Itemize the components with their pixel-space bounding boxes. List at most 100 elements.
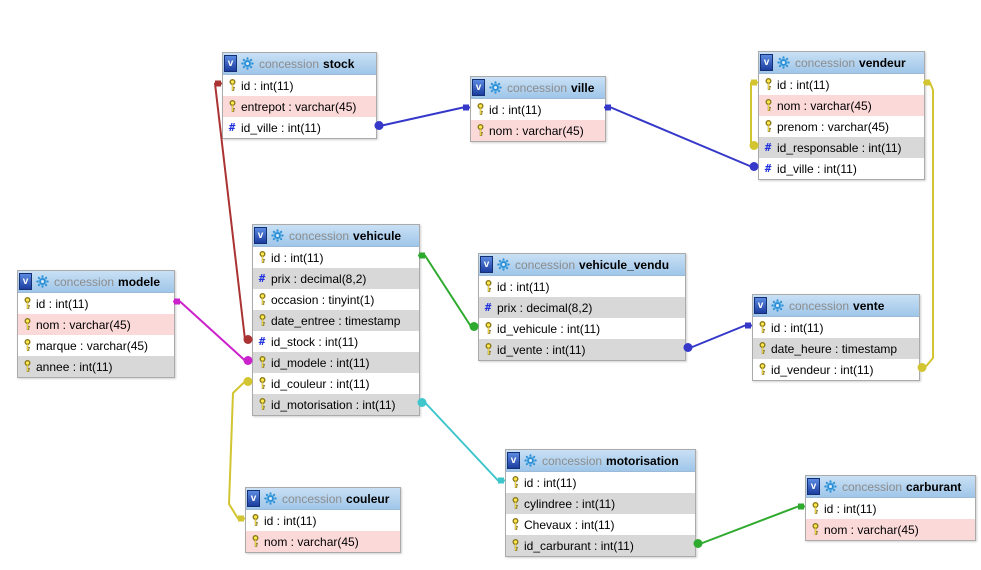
field-row-id[interactable]: id : int(11)	[246, 510, 400, 531]
field-row-id[interactable]: id : int(11)	[806, 498, 975, 519]
field-row-id[interactable]: id : int(11)	[479, 276, 685, 297]
field-row-id[interactable]: id : int(11)	[18, 293, 174, 314]
field-row-id[interactable]: id : int(11)	[506, 472, 695, 493]
relation-vehicule_vendu-id_vente-to-vente	[684, 324, 752, 349]
primary-key-icon	[257, 314, 267, 327]
field-row-annee[interactable]: annee : int(11)	[18, 356, 174, 377]
field-row-id[interactable]: id : int(11)	[253, 247, 419, 268]
primary-key-icon	[810, 502, 820, 515]
options-gear-icon[interactable]	[264, 492, 277, 505]
field-row-id_vente[interactable]: id_vente : int(11)	[479, 339, 685, 360]
options-gear-icon[interactable]	[777, 56, 790, 69]
table-name: modele	[118, 274, 161, 289]
collapse-toggle-icon[interactable]: v	[507, 452, 520, 469]
field-row-Chevaux[interactable]: Chevaux : int(11)	[506, 514, 695, 535]
field-row-id_ville[interactable]: #id_ville : int(11)	[759, 158, 924, 179]
options-gear-icon[interactable]	[36, 275, 49, 288]
table-schema-prefix: concession	[515, 257, 576, 272]
field-row-date_heure[interactable]: date_heure : timestamp	[753, 338, 919, 359]
field-row-id[interactable]: id : int(11)	[759, 74, 924, 95]
field-row-id[interactable]: id : int(11)	[471, 99, 605, 120]
options-gear-icon[interactable]	[824, 480, 837, 493]
options-gear-icon[interactable]	[241, 57, 254, 70]
field-row-id_stock[interactable]: #id_stock : int(11)	[253, 331, 419, 352]
collapse-toggle-icon[interactable]: v	[807, 478, 820, 495]
primary-key-icon	[483, 280, 493, 293]
field-row-id_responsable[interactable]: #id_responsable : int(11)	[759, 137, 924, 158]
primary-key-icon	[757, 363, 767, 376]
field-label: id_carburant : int(11)	[524, 538, 634, 553]
field-row-prix[interactable]: #prix : decimal(8,2)	[479, 297, 685, 318]
collapse-toggle-icon[interactable]: v	[247, 490, 260, 507]
relation-vehicule-id_modele-to-modele	[173, 300, 252, 362]
field-row-id_vehicule[interactable]: id_vehicule : int(11)	[479, 318, 685, 339]
field-row-id[interactable]: id : int(11)	[223, 75, 376, 96]
field-label: nom : varchar(45)	[777, 98, 872, 113]
field-row-date_entree[interactable]: date_entree : timestamp	[253, 310, 419, 331]
field-row-id_vendeur[interactable]: id_vendeur : int(11)	[753, 359, 919, 380]
field-row-nom[interactable]: nom : varchar(45)	[806, 519, 975, 540]
options-gear-icon[interactable]	[497, 258, 510, 271]
collapse-toggle-icon[interactable]: v	[760, 54, 773, 71]
field-row-prenom[interactable]: prenom : varchar(45)	[759, 116, 924, 137]
field-label: entrepot : varchar(45)	[241, 99, 357, 114]
options-gear-icon[interactable]	[771, 299, 784, 312]
index-icon: #	[258, 335, 266, 348]
field-row-id_ville[interactable]: #id_ville : int(11)	[223, 117, 376, 138]
field-row-cylindree[interactable]: cylindree : int(11)	[506, 493, 695, 514]
field-row-nom[interactable]: nom : varchar(45)	[759, 95, 924, 116]
collapse-toggle-icon[interactable]: v	[754, 297, 767, 314]
field-row-prix[interactable]: #prix : decimal(8,2)	[253, 268, 419, 289]
index-icon: #	[764, 141, 772, 154]
primary-key-icon	[257, 356, 267, 369]
collapse-toggle-icon[interactable]: v	[19, 273, 32, 290]
field-row-nom[interactable]: nom : varchar(45)	[471, 120, 605, 141]
collapse-toggle-icon[interactable]: v	[472, 79, 485, 96]
field-row-occasion[interactable]: occasion : tinyint(1)	[253, 289, 419, 310]
options-gear-icon[interactable]	[524, 454, 537, 467]
field-row-entrepot[interactable]: entrepot : varchar(45)	[223, 96, 376, 117]
primary-key-icon	[483, 322, 493, 335]
field-label: id : int(11)	[271, 250, 324, 265]
field-row-id[interactable]: id : int(11)	[753, 317, 919, 338]
table-name: vehicule	[353, 228, 402, 243]
field-row-id_modele[interactable]: id_modele : int(11)	[253, 352, 419, 373]
field-label: id : int(11)	[36, 296, 89, 311]
field-row-id_motorisation[interactable]: id_motorisation : int(11)	[253, 394, 419, 415]
field-row-nom[interactable]: nom : varchar(45)	[246, 531, 400, 552]
collapse-toggle-icon[interactable]: v	[480, 256, 493, 273]
collapse-toggle-icon[interactable]: v	[254, 227, 267, 244]
field-label: marque : varchar(45)	[36, 338, 149, 353]
field-label: id : int(11)	[241, 78, 294, 93]
options-gear-icon[interactable]	[489, 81, 502, 94]
field-row-id_carburant[interactable]: id_carburant : int(11)	[506, 535, 695, 556]
table-schema-prefix: concession	[289, 228, 350, 243]
field-row-marque[interactable]: marque : varchar(45)	[18, 335, 174, 356]
collapse-toggle-icon[interactable]: v	[224, 55, 237, 72]
options-gear-icon[interactable]	[271, 229, 284, 242]
relation-pk-endpoint	[215, 80, 221, 87]
field-row-id_couleur[interactable]: id_couleur : int(11)	[253, 373, 419, 394]
field-label: prix : decimal(8,2)	[271, 271, 367, 286]
field-row-nom[interactable]: nom : varchar(45)	[18, 314, 174, 335]
